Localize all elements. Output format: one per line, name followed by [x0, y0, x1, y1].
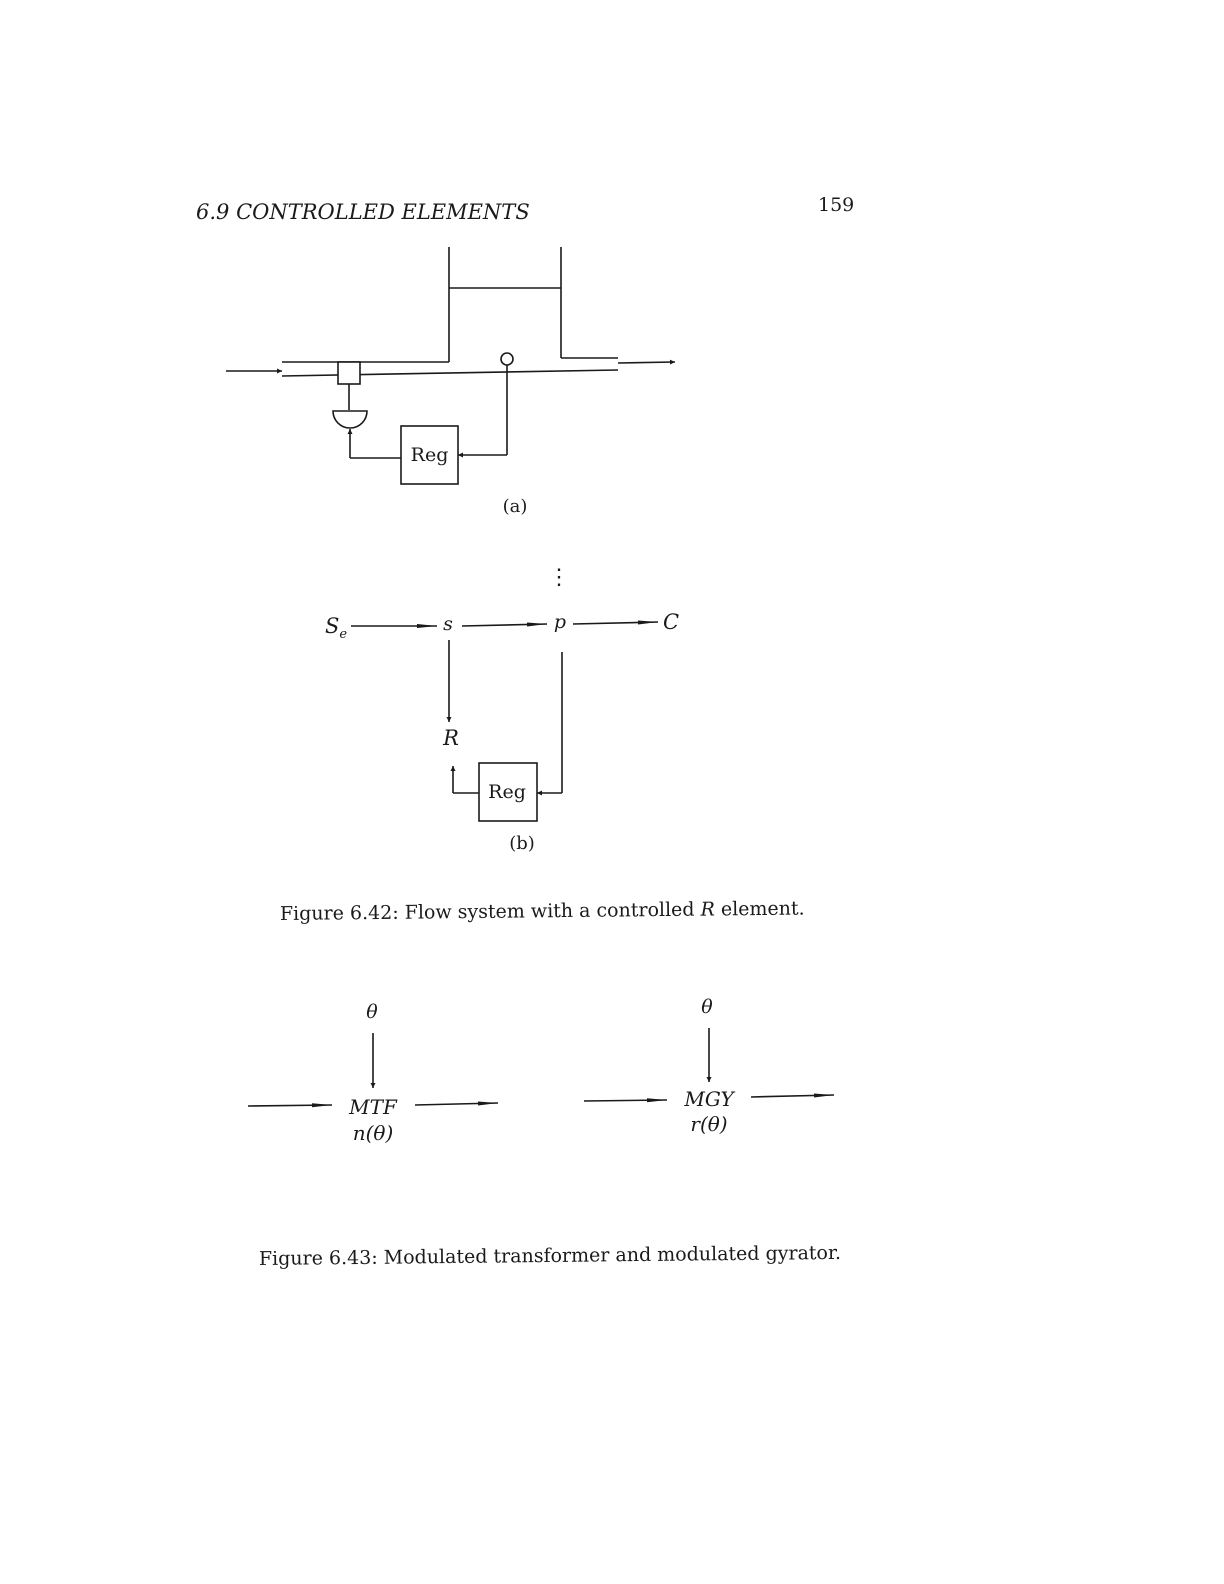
bond-s-to-p [462, 624, 547, 626]
source-effort-label: Se [325, 614, 347, 642]
valve-actuator [333, 411, 367, 428]
junction-p-label: p [554, 611, 566, 633]
mgy-parameter-label: r(θ) [690, 1112, 727, 1136]
subfigure-label-b: (b) [509, 833, 535, 854]
outlet-flow-arrow [618, 362, 675, 363]
figure-6-42-panel-a [226, 247, 675, 484]
reg-label-a: Reg [411, 444, 449, 466]
resistor-label: R [442, 726, 459, 750]
figure-6-43-diagram [248, 1028, 834, 1106]
mgy-output-bond [751, 1095, 834, 1097]
bond-p-to-c [573, 622, 658, 624]
continuation-dots: ⋮ [548, 565, 570, 590]
mgy-input-bond [584, 1100, 667, 1101]
figure-6-43-caption: Figure 6.43: Modulated transformer and m… [259, 1242, 841, 1270]
figure-6-42-caption: Figure 6.42: Flow system with a controll… [280, 898, 805, 925]
main-pipe-bottom [282, 370, 618, 376]
level-sensor [501, 353, 513, 365]
mgy-label: MGY [683, 1087, 735, 1111]
capacitor-label: C [663, 610, 679, 634]
mgy-theta-label: θ [701, 996, 713, 1018]
mtf-parameter-label: n(θ) [353, 1121, 394, 1145]
junction-s-label: s [443, 613, 453, 635]
mtf-label: MTF [348, 1095, 398, 1119]
mtf-theta-label: θ [366, 1001, 378, 1023]
control-valve [338, 362, 360, 384]
subfigure-label-a: (a) [503, 496, 528, 517]
mtf-output-bond [415, 1103, 498, 1105]
reg-label-b: Reg [488, 781, 526, 803]
mtf-input-bond [248, 1105, 332, 1106]
